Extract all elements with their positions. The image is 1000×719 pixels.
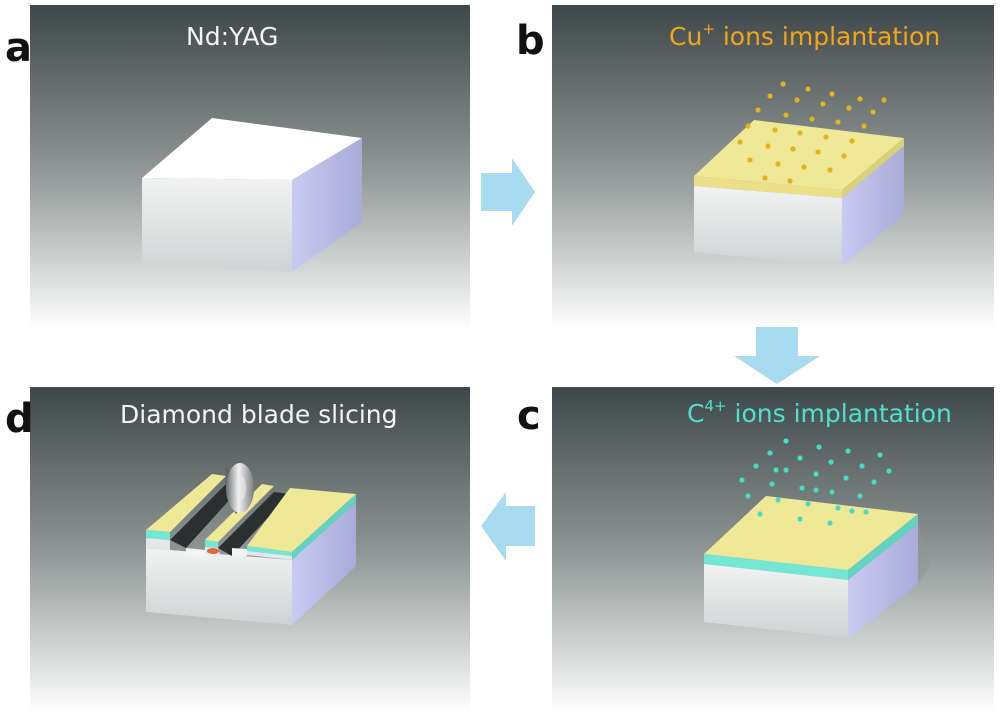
panel-b-title: Cu+ ions implantation xyxy=(669,22,941,51)
ion-dot xyxy=(841,153,847,159)
ion-dot xyxy=(827,520,833,526)
ion-dot xyxy=(745,493,751,499)
ion-dot xyxy=(794,97,800,103)
ion-dot xyxy=(829,489,835,495)
diced-ridge-waveguide xyxy=(146,463,356,625)
ion-dot xyxy=(765,143,771,149)
ion-dot xyxy=(737,139,743,145)
ion-dot xyxy=(870,109,876,115)
ion-dot xyxy=(845,448,851,454)
panel-label-a: a xyxy=(5,25,32,71)
ion-dot xyxy=(886,468,892,474)
c-ion-cloud xyxy=(739,438,892,526)
ion-dot xyxy=(857,96,863,102)
ion-dot xyxy=(790,146,796,152)
ion-dot xyxy=(863,509,869,515)
ion-dot xyxy=(813,471,819,477)
panel-label-b: b xyxy=(516,18,545,64)
arrow-left-icon xyxy=(481,492,535,561)
ion-dot xyxy=(767,93,773,99)
cu-ion-cloud xyxy=(737,81,887,184)
ion-dot xyxy=(881,97,887,103)
arrow-right-icon xyxy=(481,158,535,226)
ion-dot xyxy=(739,477,745,483)
ion-dot xyxy=(783,438,789,444)
ion-dot xyxy=(745,123,751,129)
ion-dot xyxy=(820,101,826,107)
ion-dot xyxy=(775,161,781,167)
panel-c-ion: C xyxy=(687,399,705,428)
ion-dot xyxy=(809,116,815,122)
panel-label-c: c xyxy=(517,393,541,439)
diamond-blade-icon xyxy=(225,463,254,514)
ion-dot xyxy=(827,167,833,173)
panel-c-title: C4+ ions implantation xyxy=(687,399,952,428)
ion-dot xyxy=(835,505,841,511)
ion-dot xyxy=(846,105,852,111)
panel-b-title-rest: ions implantation xyxy=(714,22,941,51)
ion-dot xyxy=(769,481,775,487)
ion-dot xyxy=(823,134,829,140)
ion-dot xyxy=(797,455,803,461)
ion-dot xyxy=(843,475,849,481)
ion-dot xyxy=(797,130,803,136)
panel-a-title: Nd:YAG xyxy=(186,22,279,51)
ion-dot xyxy=(828,459,834,465)
ion-dot xyxy=(747,157,753,163)
ion-dot xyxy=(799,485,805,491)
panel-d-title: Diamond blade slicing xyxy=(120,400,398,429)
ion-dot xyxy=(753,463,759,469)
ion-dot xyxy=(877,452,883,458)
ion-dot xyxy=(787,178,793,184)
panel-c-charge: 4+ xyxy=(704,397,727,415)
ion-dot xyxy=(767,450,773,456)
ion-dot xyxy=(805,86,811,92)
panel-label-d: d xyxy=(5,396,34,442)
ion-dot xyxy=(813,487,819,493)
ion-dot xyxy=(849,508,855,514)
ion-dot xyxy=(835,119,841,125)
ion-dot xyxy=(861,123,867,129)
ion-dot xyxy=(755,107,761,113)
panel-b-ion: Cu xyxy=(669,22,703,51)
panel-b-charge: + xyxy=(702,20,715,38)
panel-c-title-rest: ions implantation xyxy=(726,399,952,428)
ion-dot xyxy=(797,516,803,522)
ion-dot xyxy=(849,138,855,144)
ion-dot xyxy=(757,511,763,517)
ion-dot xyxy=(762,175,768,181)
ion-dot xyxy=(801,164,807,170)
ion-dot xyxy=(775,497,781,503)
ion-dot xyxy=(772,127,778,133)
ion-dot xyxy=(783,467,789,473)
arrow-down-icon xyxy=(734,327,820,384)
ion-dot xyxy=(859,463,865,469)
ion-dot xyxy=(780,81,786,87)
ion-dot xyxy=(773,467,779,473)
ion-dot xyxy=(816,444,822,450)
ion-dot xyxy=(871,479,877,485)
ion-dot xyxy=(829,91,835,97)
nd-yag-crystal xyxy=(142,118,362,272)
ion-dot xyxy=(783,112,789,118)
ion-dot xyxy=(805,501,811,507)
cu-implanted-crystal xyxy=(694,120,904,266)
ion-dot xyxy=(857,493,863,499)
ion-dot xyxy=(815,149,821,155)
